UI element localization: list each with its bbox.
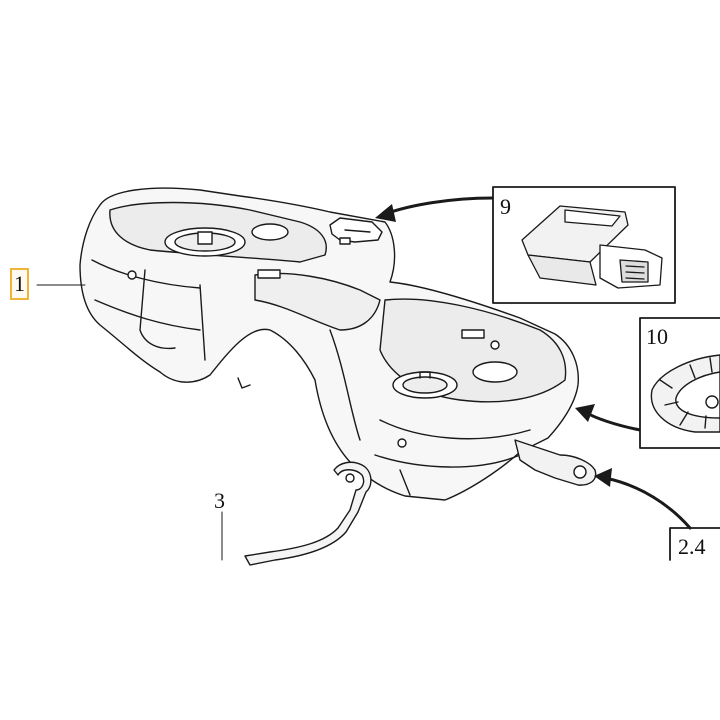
right-dome (472, 361, 518, 383)
tank-strap[interactable] (244, 461, 372, 566)
tank-outline (79, 187, 579, 501)
arrow-10 (583, 410, 642, 432)
tank-bracket[interactable] (514, 439, 597, 486)
sensor-module-image (521, 205, 663, 289)
tank-bridge (254, 272, 381, 331)
callout-2-4[interactable]: 2.4 (678, 534, 706, 559)
callout-10[interactable]: 10 (646, 324, 668, 349)
arrow-9 (383, 196, 495, 216)
callout-3[interactable]: 3 (214, 488, 225, 513)
fuel-tank[interactable] (79, 187, 579, 501)
arrow-2-4 (603, 476, 692, 530)
label-box-2-4 (669, 527, 720, 561)
left-dome (251, 223, 289, 241)
tank-connector[interactable] (329, 217, 383, 245)
lock-ring-image (650, 354, 720, 433)
detail-box-10[interactable] (639, 317, 720, 449)
vent-stub (237, 377, 251, 389)
detail-box-9[interactable] (492, 186, 676, 304)
callout-9[interactable]: 9 (500, 194, 511, 219)
callout-1[interactable]: 1 (10, 268, 29, 300)
